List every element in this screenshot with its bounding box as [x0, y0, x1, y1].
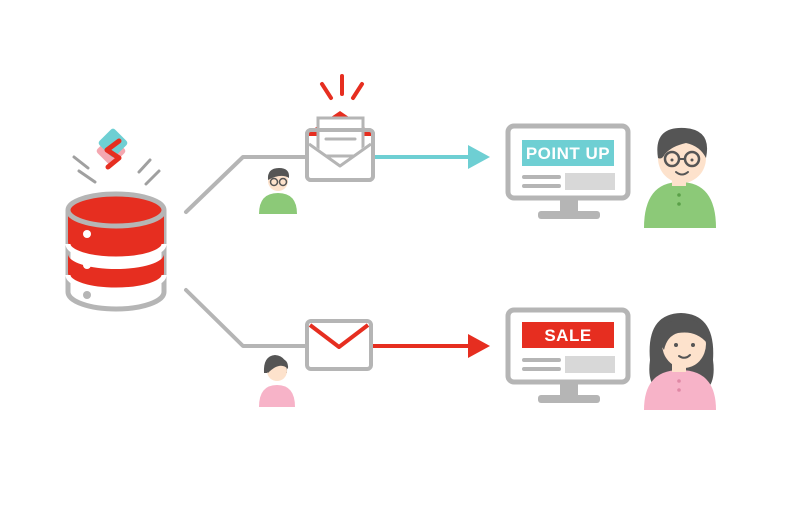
logo-icon	[96, 128, 128, 170]
sparkle-lines-right	[137, 158, 161, 186]
banner-sale	[522, 322, 614, 348]
large-man-with-glasses-icon	[644, 127, 716, 228]
database-icon	[65, 191, 167, 312]
sparkle-lines-left	[72, 155, 97, 184]
banner-point-up-text: POINT UP	[526, 144, 610, 163]
connector-lines	[184, 155, 310, 348]
banner-point-up	[522, 140, 614, 166]
man-with-glasses-icon	[259, 168, 297, 214]
connector-top	[184, 155, 310, 214]
large-woman-icon	[644, 313, 716, 410]
banner-sale-text: SALE	[544, 326, 591, 345]
woman-icon	[259, 355, 295, 407]
closed-envelope-icon	[305, 319, 373, 371]
notification-burst	[320, 74, 364, 100]
arrow-top	[375, 145, 490, 169]
monitor-icon: SALE	[505, 307, 631, 403]
connector-bottom	[184, 288, 310, 348]
open-envelope-icon	[305, 111, 375, 182]
arrow-bottom	[373, 334, 490, 358]
monitor-icon: POINT UP	[505, 123, 631, 219]
